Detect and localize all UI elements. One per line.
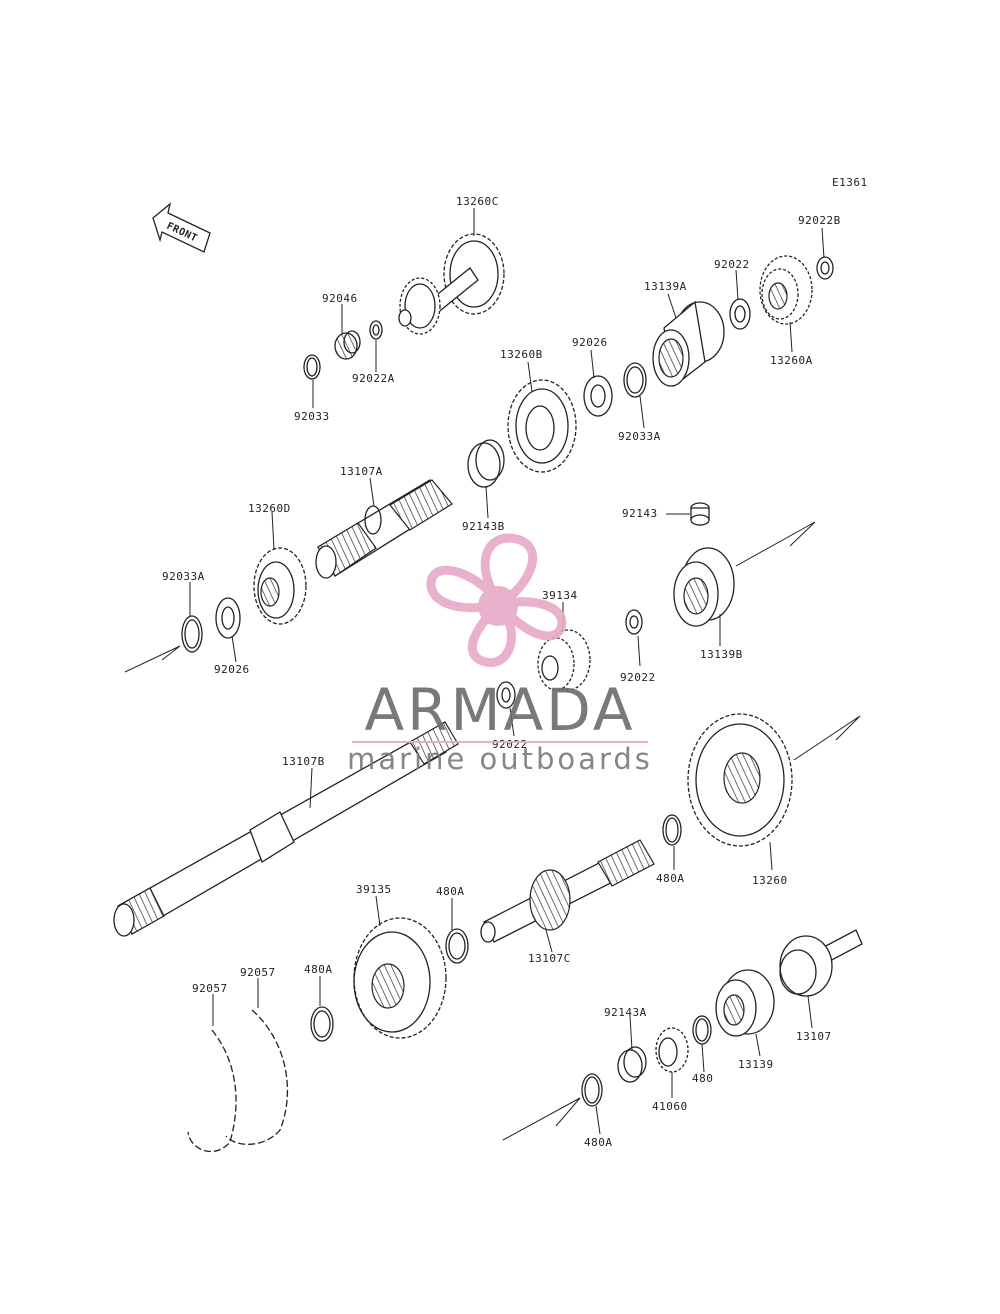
- shaft-13107A-icon: [315, 479, 453, 579]
- gear-41060-icon: [655, 1027, 689, 1073]
- label-13107: 13107: [796, 1030, 832, 1043]
- label-92026-b: 92026: [214, 663, 250, 676]
- label-92143: 92143: [622, 507, 658, 520]
- label-13107A: 13107A: [340, 465, 383, 478]
- circlip-92033A-b-icon: [181, 615, 203, 653]
- label-92033: 92033: [294, 410, 330, 423]
- circlip-480A-d-icon: [581, 1073, 603, 1107]
- part-labels: 13260C 92046 92022A 92033 13139A 92022 9…: [162, 195, 841, 1149]
- label-92057: 92057: [192, 982, 228, 995]
- label-92057-b: 92057: [240, 966, 276, 979]
- label-92026: 92026: [572, 336, 608, 349]
- label-13260B: 13260B: [500, 348, 543, 361]
- circlip-92033A-icon: [623, 362, 647, 398]
- label-13260A: 13260A: [770, 354, 813, 367]
- washer-92022-b-icon: [625, 609, 643, 635]
- axis-line-bottom: [502, 1097, 581, 1141]
- label-13260: 13260: [752, 874, 788, 887]
- gear-13260-icon: [687, 713, 793, 847]
- label-480A-d: 480A: [584, 1136, 613, 1149]
- leader-lines: [189, 208, 825, 1135]
- label-92022B: 92022B: [798, 214, 841, 227]
- gear-13260C-icon: [398, 233, 505, 335]
- watermark-brand: ARMADA: [364, 676, 635, 744]
- label-92033A-b: 92033A: [162, 570, 205, 583]
- collar-92143-icon: [690, 502, 710, 526]
- label-92022-b: 92022: [620, 671, 656, 684]
- gear-13260A-icon: [759, 255, 813, 325]
- label-41060: 41060: [652, 1100, 688, 1113]
- gear-13260D-icon: [253, 547, 307, 625]
- label-480A-b: 480A: [436, 885, 465, 898]
- propeller-logo-icon: [426, 533, 567, 667]
- washer-92022B-icon: [816, 256, 834, 280]
- label-92143A: 92143A: [604, 1006, 647, 1019]
- label-13107B: 13107B: [282, 755, 325, 768]
- gear-13139A-icon: [652, 300, 725, 388]
- label-92022A: 92022A: [352, 372, 395, 385]
- label-13107C: 13107C: [528, 952, 571, 965]
- front-arrow-icon: FRONT: [152, 202, 211, 253]
- label-39134: 39134: [542, 589, 578, 602]
- label-92143B: 92143B: [462, 520, 505, 533]
- label-480A: 480A: [656, 872, 685, 885]
- washer-92026-b-icon: [215, 597, 241, 639]
- label-13139A: 13139A: [644, 280, 687, 293]
- label-13139B: 13139B: [700, 648, 743, 661]
- watermark-tagline: marine outboards: [347, 742, 653, 776]
- circlip-480-icon: [692, 1015, 712, 1045]
- gear-13260B-icon: [507, 379, 577, 473]
- washer-92026-icon: [583, 375, 613, 417]
- label-39135: 39135: [356, 883, 392, 896]
- needle-bearing-92046-icon: [334, 330, 361, 360]
- label-92033A: 92033A: [618, 430, 661, 443]
- bushing-92143A-icon: [617, 1046, 647, 1083]
- shaft-13107C-icon: [480, 839, 655, 943]
- label-480A-c: 480A: [304, 963, 333, 976]
- axis-line-left: [124, 645, 181, 673]
- gear-39135-icon: [353, 917, 447, 1039]
- circlip-92033-icon: [303, 354, 321, 380]
- circlip-480A-c-icon: [310, 1006, 334, 1042]
- axis-line-right-2: [793, 715, 861, 761]
- dog-13139B-icon: [673, 547, 735, 627]
- chain-92057-icon: [187, 1009, 289, 1153]
- gear-39134-icon: [537, 629, 591, 691]
- circlip-480A-b-icon: [445, 928, 469, 964]
- bushing-92143B-icon: [467, 439, 505, 488]
- axis-line-right: [735, 521, 816, 567]
- label-92022: 92022: [714, 258, 750, 271]
- washer-92022A-icon: [369, 320, 383, 340]
- washer-92022-c-icon: [496, 681, 516, 709]
- diagram-code: E1361: [832, 176, 868, 189]
- washer-92022-icon: [729, 298, 751, 330]
- label-13260C: 13260C: [456, 195, 499, 208]
- shaft-13107-icon: [779, 929, 863, 997]
- dog-13139-icon: [715, 969, 775, 1037]
- circlip-480A-icon: [662, 814, 682, 846]
- label-13260D: 13260D: [248, 502, 291, 515]
- watermark: ARMADA marine outboards: [347, 533, 653, 776]
- label-92046: 92046: [322, 292, 358, 305]
- label-13139: 13139: [738, 1058, 774, 1071]
- label-480: 480: [692, 1072, 713, 1085]
